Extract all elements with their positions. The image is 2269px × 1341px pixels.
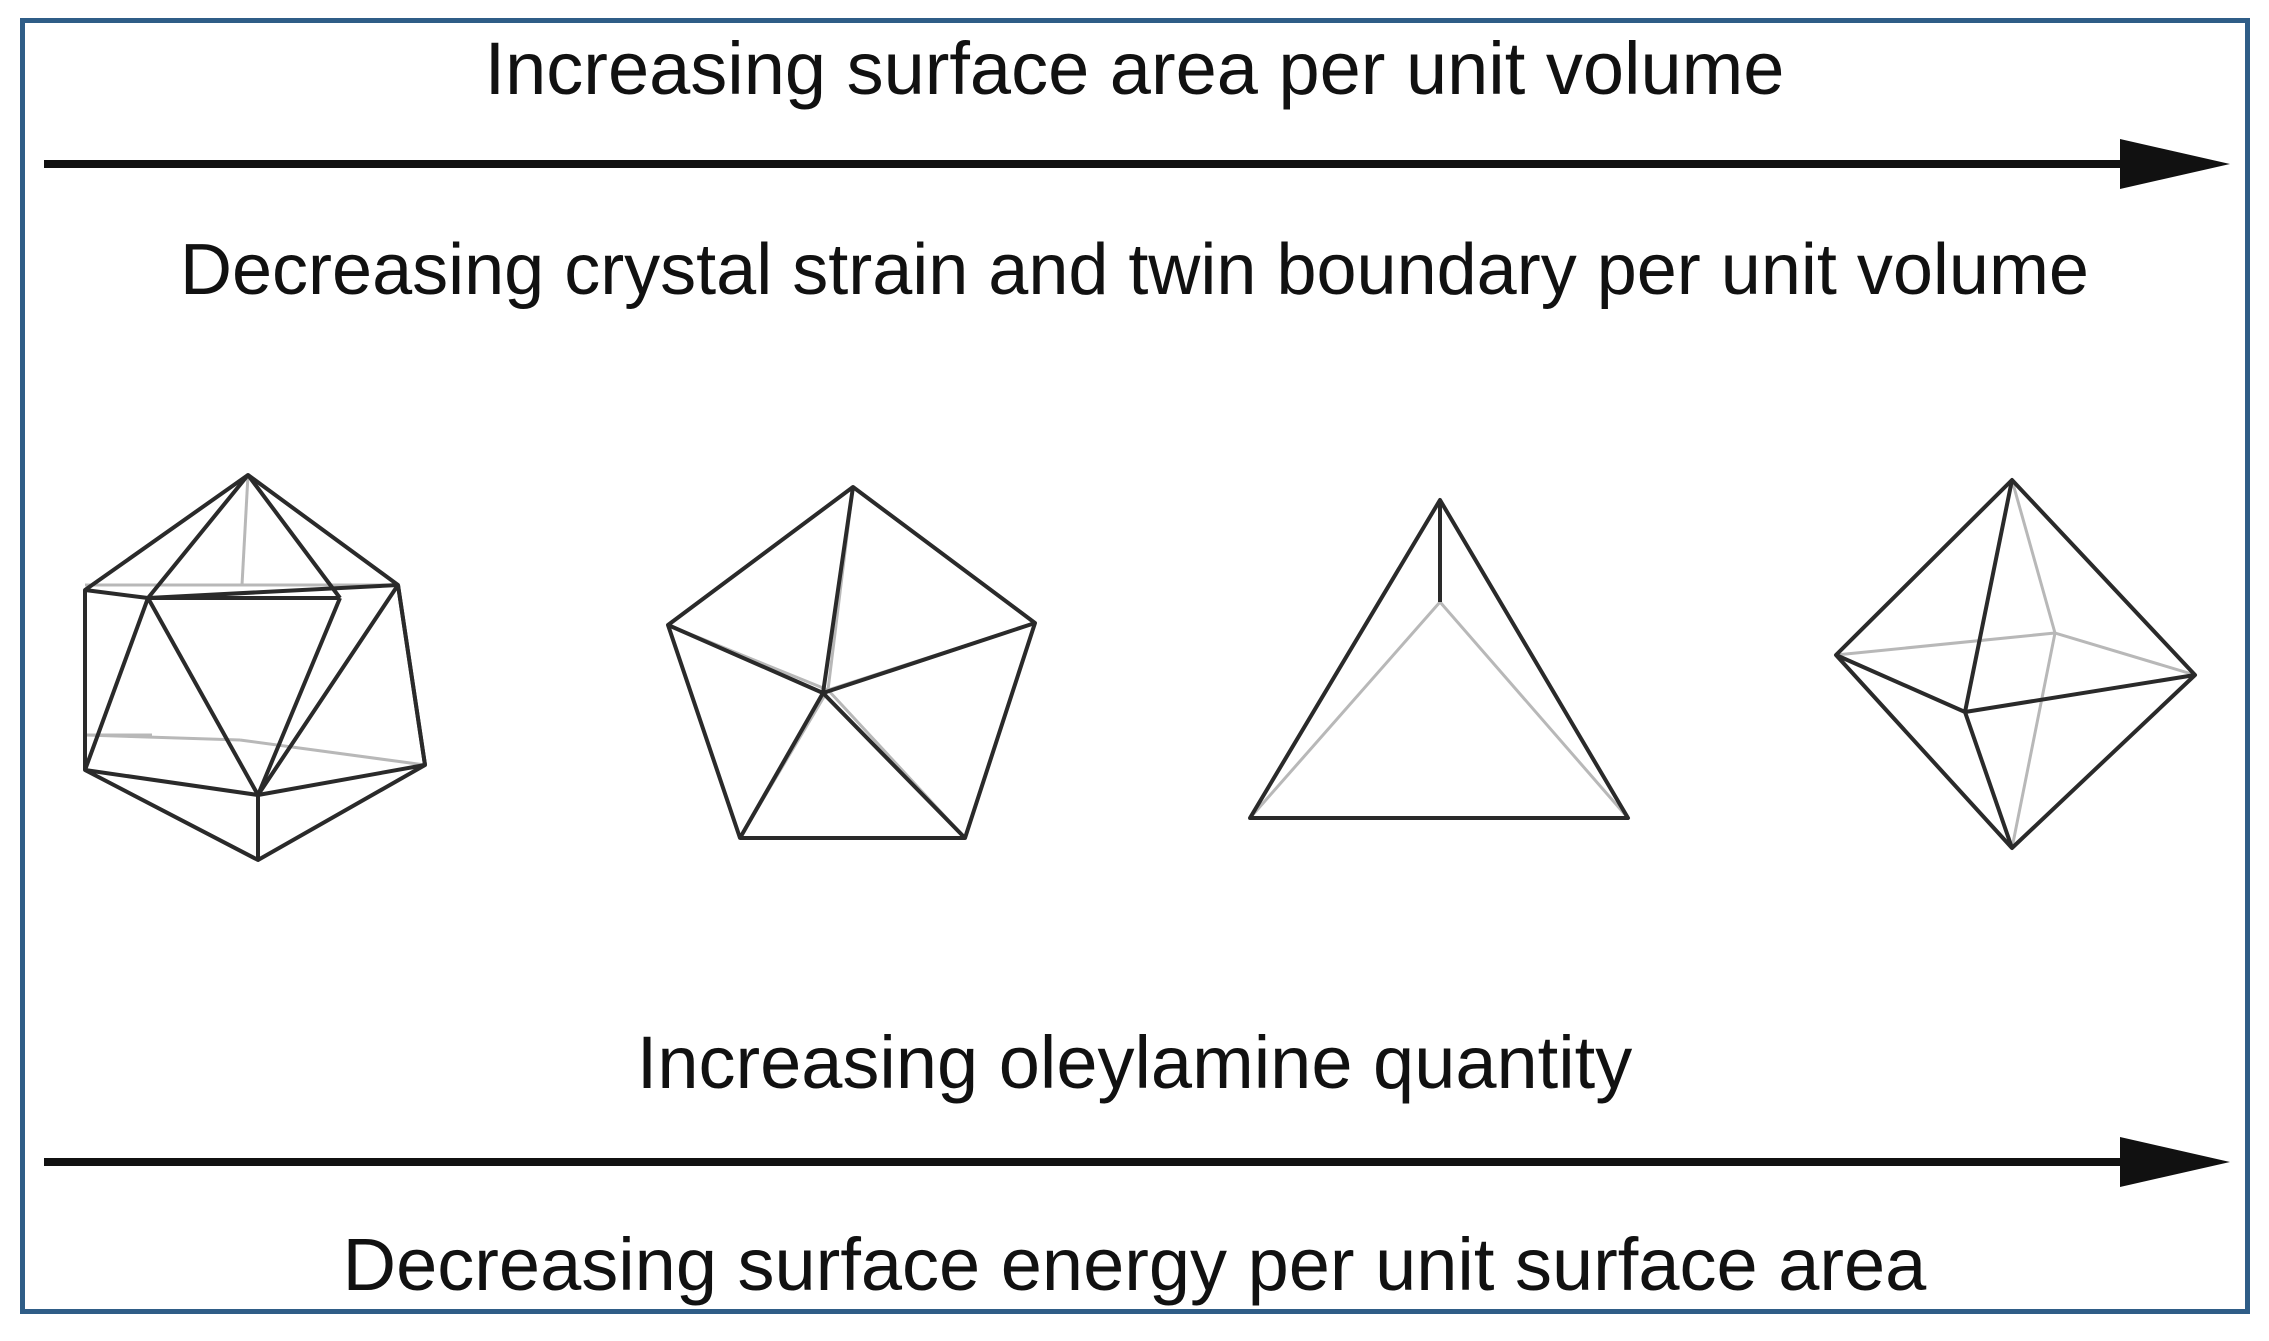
crystal-strain-label: Decreasing crystal strain and twin bound… <box>180 230 2089 310</box>
surface-energy-label: Decreasing surface energy per unit surfa… <box>342 1223 1927 1306</box>
top-arrow <box>44 139 2230 189</box>
figure-frame <box>20 18 2250 1314</box>
bottom-arrow <box>44 1137 2230 1187</box>
oleylamine-label: Increasing oleylamine quantity <box>636 1021 1633 1104</box>
surface-area-label: Increasing surface area per unit volume <box>484 27 1785 110</box>
